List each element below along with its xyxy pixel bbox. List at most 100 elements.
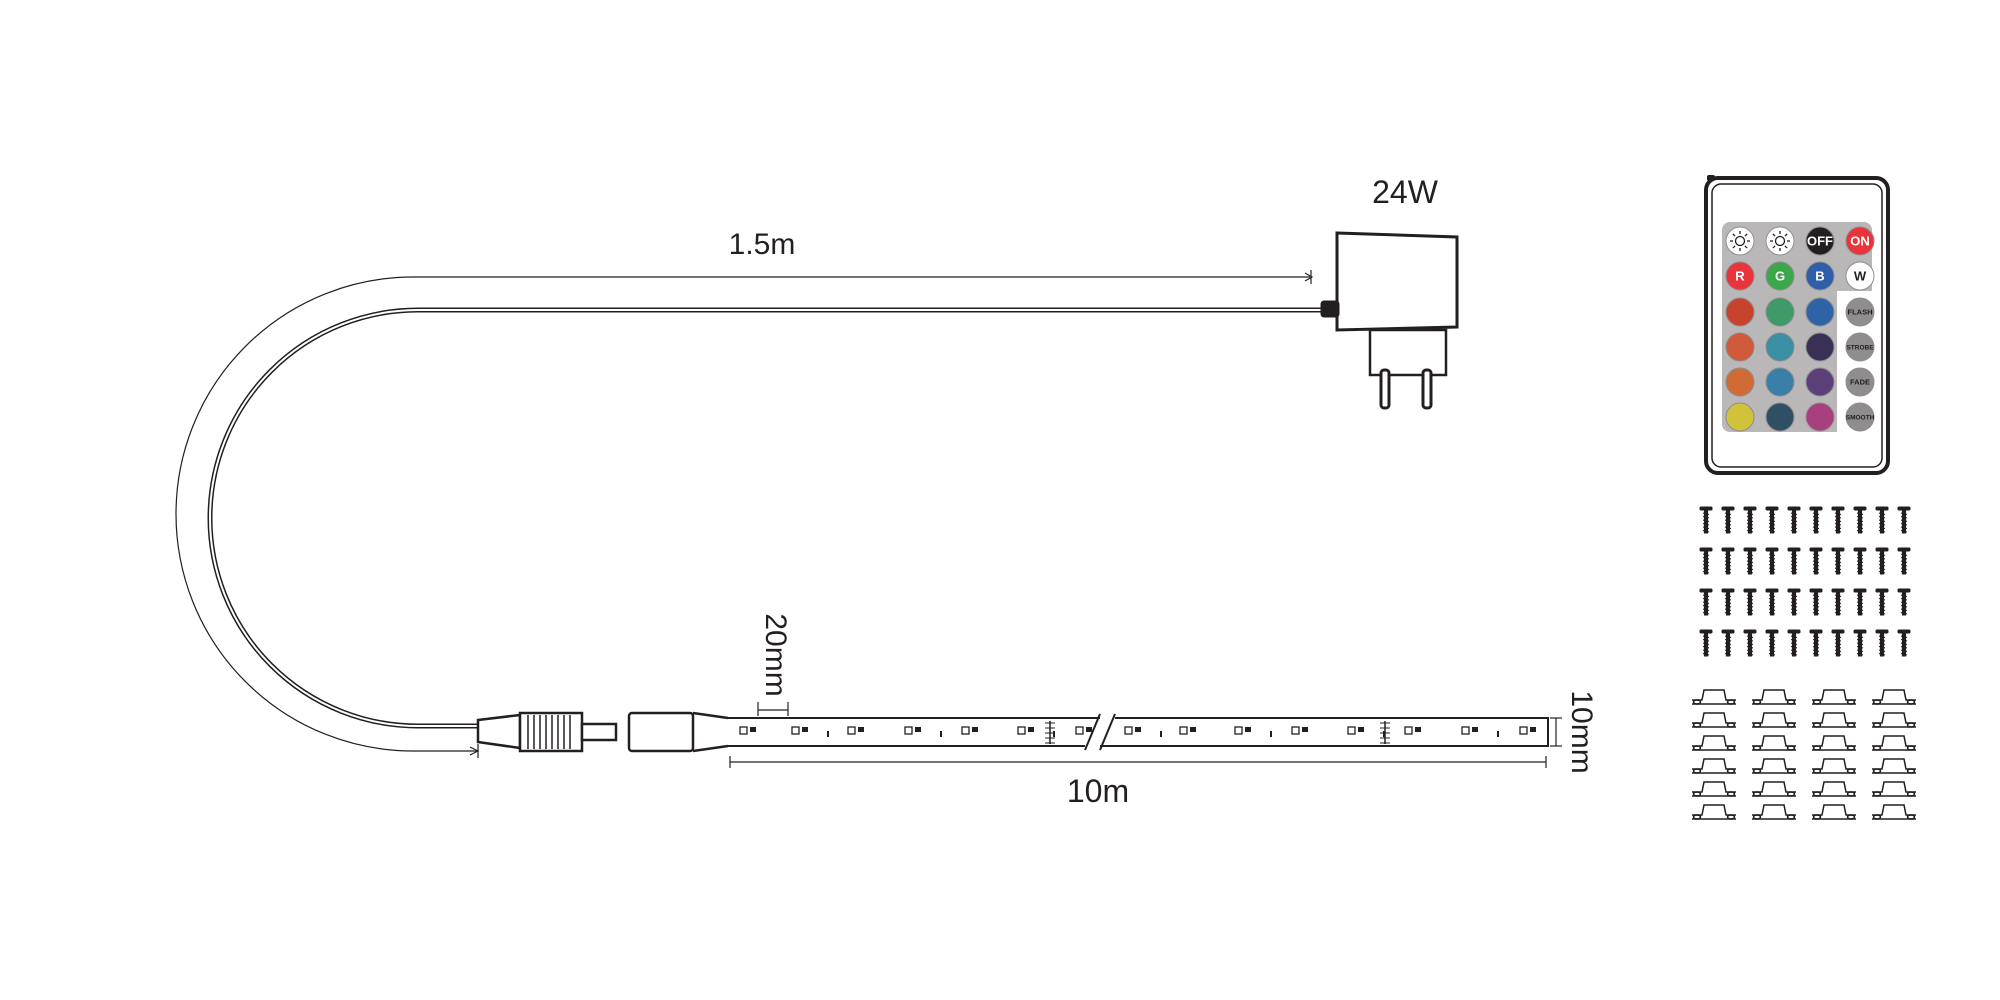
mounting-clip: [1752, 712, 1796, 728]
strip-length-dimension: [729, 756, 1547, 768]
brightness-up-button[interactable]: [1725, 226, 1755, 256]
blue-button[interactable]: B: [1805, 261, 1835, 291]
fade-button[interactable]: FADE: [1845, 367, 1875, 397]
screw: [1699, 506, 1713, 534]
led-chip: [1519, 726, 1536, 735]
led-chip: [739, 726, 756, 735]
mounting-clip: [1692, 689, 1736, 705]
brightness-down-button[interactable]: [1765, 226, 1795, 256]
green-button[interactable]: G: [1765, 261, 1795, 291]
on-button[interactable]: ON: [1845, 226, 1875, 256]
color-button[interactable]: [1765, 402, 1795, 432]
led-chip: [1234, 726, 1272, 737]
screw: [1809, 629, 1823, 657]
screw: [1831, 547, 1845, 575]
screw: [1699, 588, 1713, 616]
screw: [1699, 547, 1713, 575]
white-button[interactable]: W: [1845, 261, 1875, 291]
mounting-clip: [1872, 735, 1916, 751]
flash-button[interactable]: FLASH: [1845, 297, 1875, 327]
mounting-clip: [1752, 781, 1796, 797]
led-chip: [791, 726, 829, 737]
remote-buttons: OFF ON R G B W FLASH STROBE FADE SMOOTH: [1725, 226, 1875, 432]
led-chip: [1075, 726, 1092, 735]
mounting-clip: [1812, 781, 1856, 797]
mounting-clip: [1752, 735, 1796, 751]
screw: [1897, 629, 1911, 657]
screw: [1853, 506, 1867, 534]
power-adapter: [1320, 231, 1459, 410]
color-button[interactable]: [1805, 402, 1835, 432]
screw: [1765, 629, 1779, 657]
strip-width-dimension: [1550, 717, 1562, 747]
led-chip: [1124, 726, 1162, 737]
screw: [1809, 506, 1823, 534]
screw: [1875, 629, 1889, 657]
screw: [1765, 547, 1779, 575]
mounting-clip: [1692, 781, 1736, 797]
color-button[interactable]: [1805, 367, 1835, 397]
svg-text:ON: ON: [1850, 234, 1870, 249]
led-chip: [1017, 726, 1055, 737]
led-pitch-label: 20mm: [759, 613, 792, 696]
screw: [1787, 629, 1801, 657]
mounting-clip: [1872, 758, 1916, 774]
svg-text:W: W: [1854, 269, 1867, 284]
mounting-clip: [1872, 781, 1916, 797]
smooth-button[interactable]: SMOOTH: [1845, 402, 1875, 432]
screw: [1743, 547, 1757, 575]
svg-text:STROBE: STROBE: [1846, 344, 1874, 351]
strip-length-label: 10m: [1067, 773, 1129, 809]
screw: [1787, 547, 1801, 575]
svg-text:G: G: [1775, 269, 1785, 284]
color-button[interactable]: [1725, 297, 1755, 327]
screw: [1721, 547, 1735, 575]
screw: [1897, 506, 1911, 534]
mounting-clip: [1752, 758, 1796, 774]
screw: [1897, 547, 1911, 575]
mounting-clip: [1812, 689, 1856, 705]
color-button[interactable]: [1765, 367, 1795, 397]
screw: [1875, 506, 1889, 534]
color-button[interactable]: [1805, 332, 1835, 362]
svg-text:R: R: [1735, 269, 1745, 284]
color-button[interactable]: [1765, 297, 1795, 327]
svg-text:FADE: FADE: [1850, 378, 1870, 387]
color-button[interactable]: [1725, 332, 1755, 362]
led-chip: [1461, 726, 1499, 737]
mounting-clip: [1872, 689, 1916, 705]
mounting-clip: [1692, 804, 1736, 820]
screw: [1743, 629, 1757, 657]
off-button[interactable]: OFF: [1805, 226, 1835, 256]
red-button[interactable]: R: [1725, 261, 1755, 291]
color-button[interactable]: [1765, 332, 1795, 362]
screw: [1787, 506, 1801, 534]
led-chip: [961, 726, 978, 735]
color-button[interactable]: [1805, 297, 1835, 327]
screw: [1831, 588, 1845, 616]
color-button[interactable]: [1725, 402, 1755, 432]
strobe-button[interactable]: STROBE: [1845, 332, 1875, 362]
remote-control: OFF ON R G B W FLASH STROBE FADE SMOOTH: [1704, 175, 1890, 475]
screw: [1853, 629, 1867, 657]
led-pitch-dimension: [757, 702, 789, 716]
mounting-clip: [1692, 758, 1736, 774]
strip-width-label: 10mm: [1565, 690, 1598, 773]
color-button[interactable]: [1725, 367, 1755, 397]
dc-male-connector: [476, 711, 618, 753]
screw: [1831, 629, 1845, 657]
svg-text:OFF: OFF: [1807, 234, 1833, 249]
led-chip: [1291, 726, 1308, 735]
svg-text:FLASH: FLASH: [1848, 308, 1873, 317]
cable-length-dimension: [175, 270, 1314, 758]
screw: [1809, 547, 1823, 575]
screw: [1853, 588, 1867, 616]
cable-length-label: 1.5m: [729, 228, 796, 261]
mounting-clip: [1812, 712, 1856, 728]
mounting-clip: [1752, 804, 1796, 820]
screw: [1875, 588, 1889, 616]
screw: [1743, 588, 1757, 616]
led-chips: [739, 721, 1536, 744]
mounting-clips: [1692, 689, 1916, 820]
led-chip: [904, 726, 942, 737]
